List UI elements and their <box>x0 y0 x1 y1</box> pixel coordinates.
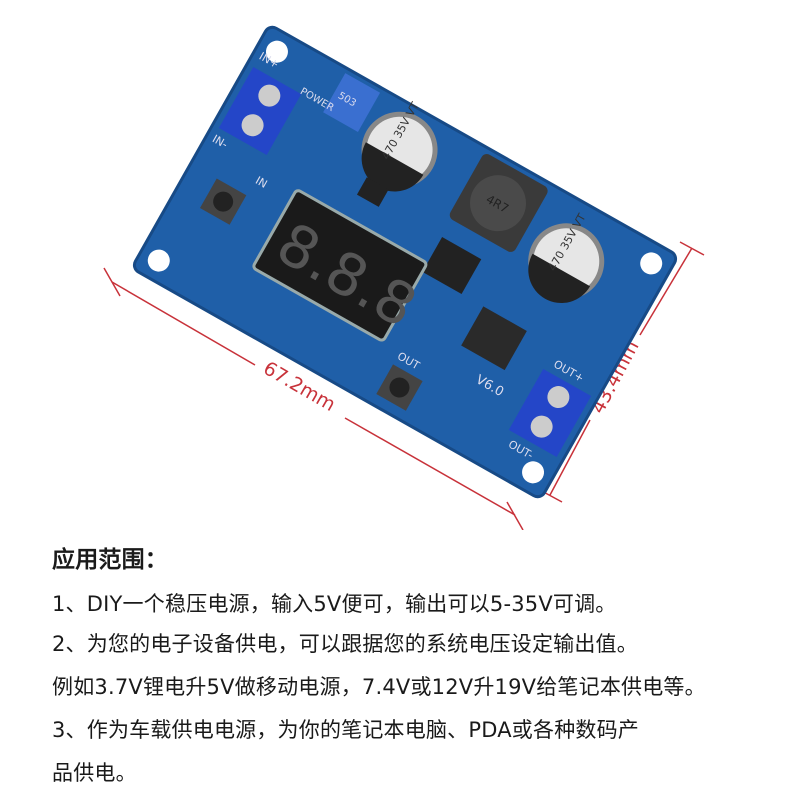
section-title: 应用范围： <box>52 547 168 573</box>
dimension-width <box>103 267 524 530</box>
ic-chip <box>356 177 389 207</box>
in-label: IN <box>253 174 269 191</box>
potentiometer <box>323 73 381 132</box>
output-terminal <box>508 368 592 457</box>
description-line: 3、作为车载供电电源，为你的笔记本电脑、PDA或各种数码产 <box>52 718 639 742</box>
description-line: 2、为您的电子设备供电，可以跟据您的系统电压设定输出值。 <box>52 632 638 656</box>
product-photo: 67.2mm 43.4mm IN+ IN- OUT+ OUT- 503 <box>103 25 705 530</box>
mosfet <box>422 237 482 295</box>
description-line: 1、DIY一个稳压电源，输入5V便可，输出可以5-35V可调。 <box>52 592 617 616</box>
diode <box>461 306 527 371</box>
input-terminal <box>218 67 302 156</box>
description-line: 品供电。 <box>52 761 137 785</box>
capacitor-2 <box>528 223 605 303</box>
pcb-board: IN+ IN- OUT+ OUT- 503 POWER 470 35V VT 4… <box>132 25 678 499</box>
description-line: 例如3.7V锂电升5V做移动电源，7.4V或12V升19V给笔记本供电等。 <box>52 675 706 699</box>
capacitor-1 <box>361 111 438 192</box>
